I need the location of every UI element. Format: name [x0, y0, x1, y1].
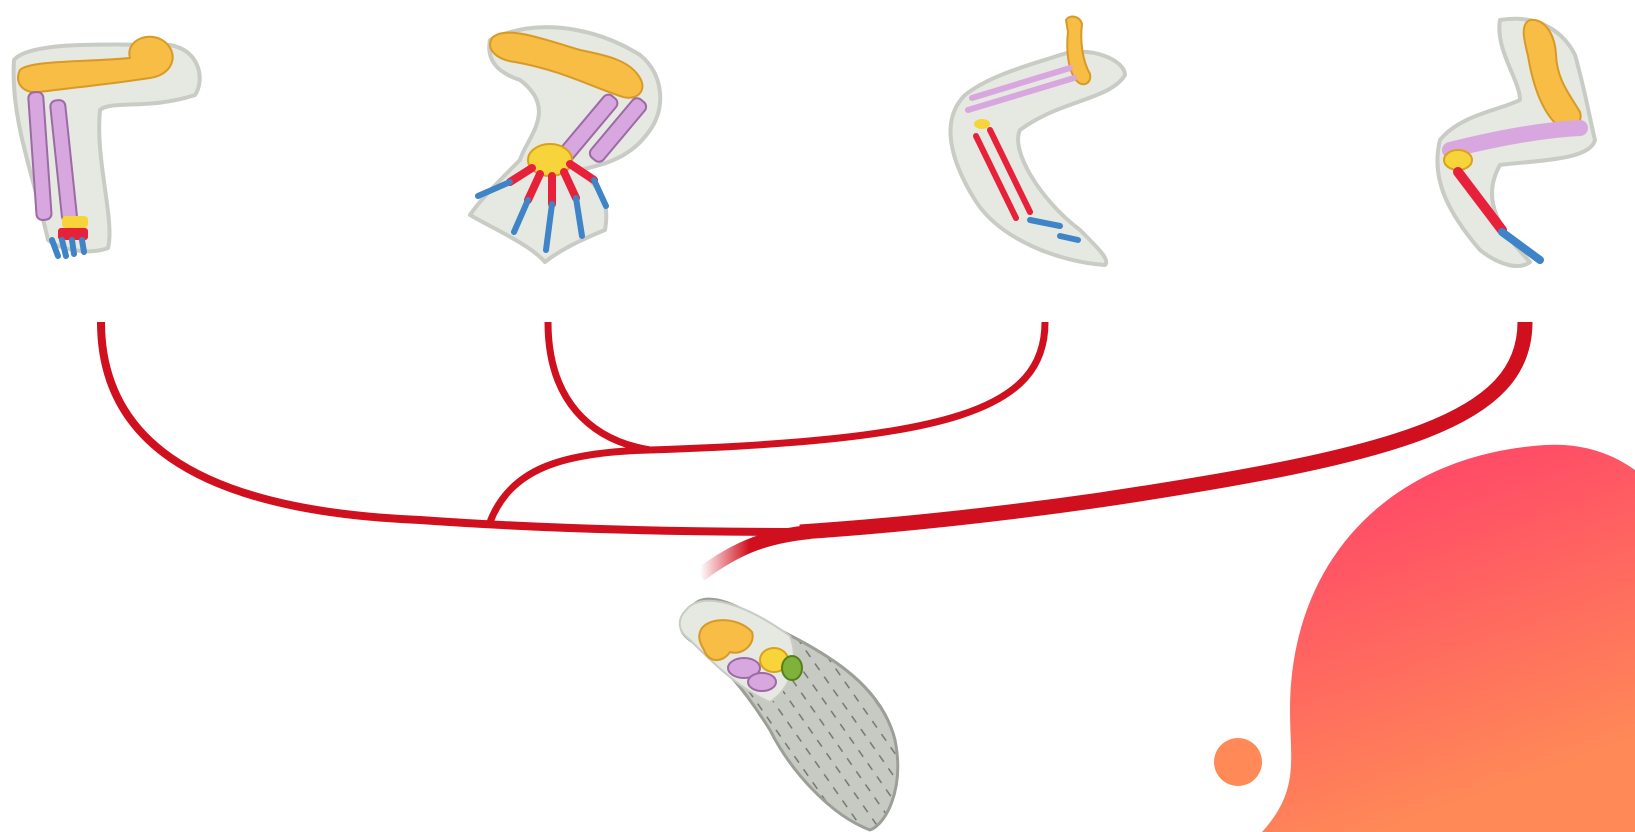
tree-branch-2	[548, 322, 650, 450]
ancestor-distal	[782, 656, 802, 680]
forelimb-wing-icon	[951, 17, 1125, 265]
forelimb-with-claws-icon	[470, 27, 660, 262]
ancestor-ulna	[748, 673, 776, 691]
limb-3-skin	[951, 52, 1125, 265]
tree-branch-1	[101, 322, 800, 532]
gradient-blob	[1262, 445, 1635, 832]
tree-root-stem	[700, 532, 810, 575]
forelimb-flipper-hoof-icon	[1437, 19, 1595, 266]
orange-dot	[1214, 738, 1262, 786]
limb-1-carpals	[62, 216, 88, 228]
forelimb-bent-down-icon	[14, 37, 200, 256]
phylogenetic-tree	[101, 322, 1525, 575]
lobe-fin-ancestor-icon	[680, 599, 898, 830]
tree-branch-23	[490, 450, 650, 522]
limb-4-carpals	[1444, 150, 1472, 170]
gradient-blob-decoration	[1214, 445, 1635, 832]
limb-3-carpals	[974, 119, 990, 129]
tree-branch-3	[650, 322, 1045, 450]
